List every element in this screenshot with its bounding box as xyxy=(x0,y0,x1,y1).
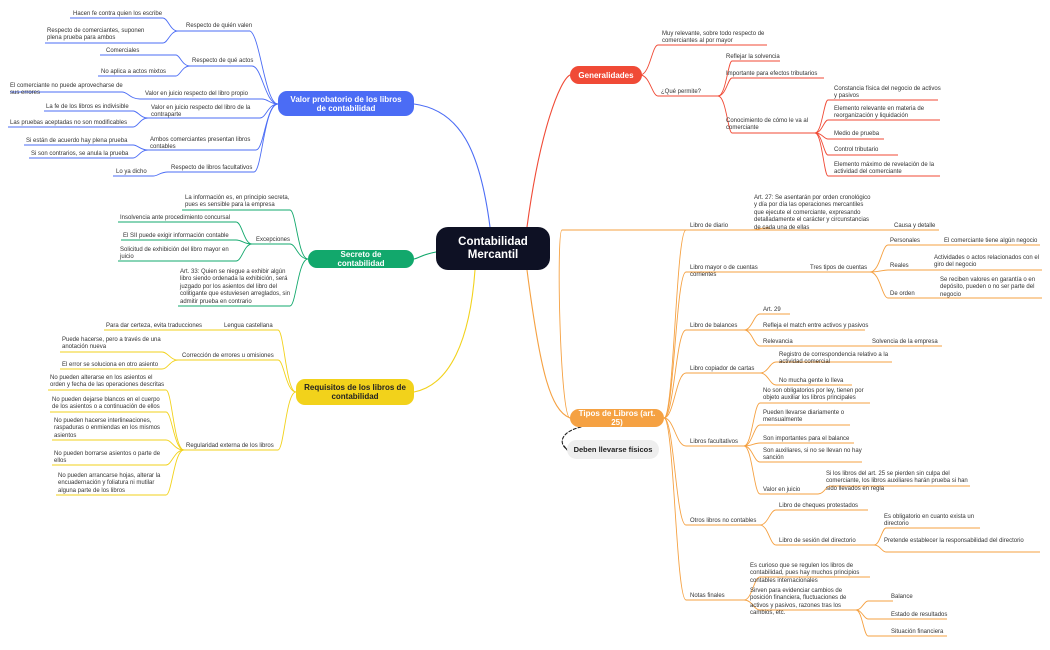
tipos-cop-a[interactable]: Registro de correspondencia relativo a l… xyxy=(779,352,889,366)
secreto-exc-c[interactable]: Solicitud de exhibición del libro mayor … xyxy=(120,247,229,261)
tipos-reales[interactable]: Reales xyxy=(890,263,909,269)
tipos-bal-match[interactable]: Refleja el match entre activos y pasivos xyxy=(763,323,869,329)
tipos-tres[interactable]: Tres tipos de cuentas xyxy=(810,265,868,271)
tipos-fac-c[interactable]: Son importantes para el balance xyxy=(763,436,850,442)
valor-propio-a[interactable]: El comerciante no puede aprovecharse de … xyxy=(10,83,123,97)
tipos-otros-b1[interactable]: Es obligatorio en cuanto exista un direc… xyxy=(884,514,975,528)
tipos-balance[interactable]: Balance xyxy=(891,594,913,600)
valor-quien-b[interactable]: Respecto de comerciantes, suponen plena … xyxy=(47,28,145,42)
generalidades-node[interactable]: Generalidades xyxy=(570,66,642,84)
valor-ambos[interactable]: Ambos comerciantes presentan libros cont… xyxy=(150,137,251,151)
link-central-tipos xyxy=(526,269,571,419)
tipos-otros-a[interactable]: Libro de cheques protestados xyxy=(779,503,859,509)
tipos-orden-a[interactable]: Se reciben valores en garantía o en depó… xyxy=(940,277,1036,298)
tipos-bal-rel[interactable]: Relevancia xyxy=(763,339,793,345)
secreto-node[interactable]: Secreto de contabilidad xyxy=(308,250,414,268)
valor-contraparte[interactable]: Valor en juicio respecto del libro de la… xyxy=(151,105,251,119)
requisitos-lengua[interactable]: Lengua castellana xyxy=(224,323,273,329)
tipos-personales[interactable]: Personales xyxy=(890,238,921,244)
central-topic[interactable]: Contabilidad Mercantil xyxy=(436,227,550,270)
gen-conocimiento[interactable]: Conocimiento de cómo le va al comerciant… xyxy=(726,118,809,132)
tipos-fac-a[interactable]: No son obligatorios por ley, tienen por … xyxy=(763,388,864,402)
gen-solvencia[interactable]: Reflejar la solvencia xyxy=(726,54,780,60)
deben-llevarse-fisicos-note[interactable]: Deben llevarse físicos xyxy=(567,440,659,459)
valor-propio[interactable]: Valor en juicio respecto del libro propi… xyxy=(145,91,248,97)
tipos-otros-b2[interactable]: Pretende establecer la responsabilidad d… xyxy=(884,538,1024,544)
tipos-otros[interactable]: Otros libros no contables xyxy=(690,518,757,524)
tipos-notas-b[interactable]: Sirven para evidenciar cambios de posici… xyxy=(750,588,847,617)
requisitos-reg-e[interactable]: No pueden arrancarse hojas, alterar la e… xyxy=(58,473,161,494)
gen-con-c[interactable]: Medio de prueba xyxy=(834,131,880,137)
valor-ambos-b[interactable]: Si son contrarios, se anula la prueba xyxy=(31,151,129,157)
requisitos-node[interactable]: Requisitos de los libros de contabilidad xyxy=(296,379,414,405)
gen-con-e[interactable]: Elemento máximo de revelación de la acti… xyxy=(834,162,935,176)
link-central-generalidades xyxy=(526,74,571,228)
gen-relevante[interactable]: Muy relevante, sobre todo respecto de co… xyxy=(662,31,765,45)
tipos-notas-a[interactable]: Es curioso que se regulen los libros de … xyxy=(750,563,860,584)
tipos-resultados[interactable]: Estado de resultados xyxy=(891,612,948,618)
secreto-exc-b[interactable]: El SII puede exigir información contable xyxy=(123,233,229,239)
tipos-notas[interactable]: Notas finales xyxy=(690,593,725,599)
tipos-otros-b[interactable]: Libro de sesión del directorio xyxy=(779,538,856,544)
requisitos-correccion[interactable]: Corrección de errores u omisiones xyxy=(182,353,274,359)
valor-quien[interactable]: Respecto de quién valen xyxy=(186,23,253,29)
valor-facultativos[interactable]: Respecto de libros facultativos xyxy=(171,165,253,171)
gen-con-a[interactable]: Constancia física del negocio de activos… xyxy=(834,86,941,100)
valor-actos-b[interactable]: No aplica a actos mixtos xyxy=(101,69,167,75)
gen-con-b[interactable]: Elemento relevante en materia de reorgan… xyxy=(834,106,925,120)
requisitos-corr-b[interactable]: El error se soluciona en otro asiento xyxy=(62,362,159,368)
tipos-fac-valor[interactable]: Valor en juicio xyxy=(763,487,801,493)
valor-quien-a[interactable]: Hacen fe contra quien los escribe xyxy=(73,11,163,17)
link-central-requisitos xyxy=(413,269,476,393)
secreto-info[interactable]: La información es, en principio secreta,… xyxy=(185,195,290,209)
tipos-fac-b[interactable]: Pueden llevarse diariamente o mensualmen… xyxy=(763,410,845,424)
requisitos-reg-b[interactable]: No pueden dejarse blancos en el cuerpo d… xyxy=(52,397,160,411)
tipos-diario[interactable]: Libro de diario xyxy=(690,223,729,229)
tipos-diario-causa[interactable]: Causa y detalle xyxy=(894,223,936,229)
requisitos-corr-a[interactable]: Puede hacerse, pero a través de una anot… xyxy=(62,337,161,351)
tipos-copiador[interactable]: Libro copiador de cartas xyxy=(690,366,755,372)
secreto-excepciones[interactable]: Excepciones xyxy=(256,237,291,243)
tipos-balances[interactable]: Libro de balances xyxy=(690,323,738,329)
tipos-bal-art[interactable]: Art. 29 xyxy=(763,307,781,313)
requisitos-reg-a[interactable]: No pueden alterarse en los asientos el o… xyxy=(50,375,165,389)
tipos-personales-a[interactable]: El comerciante tiene algún negocio xyxy=(944,238,1038,244)
gen-tributarios[interactable]: Importante para efectos tributarios xyxy=(726,71,818,77)
tipos-mayor[interactable]: Libro mayor o de cuentas corrientes xyxy=(690,265,758,279)
gen-con-d[interactable]: Control tributario xyxy=(834,147,879,153)
tipos-reales-a[interactable]: Actividades o actos relacionados con el … xyxy=(934,255,1040,269)
valor-facultativos-a[interactable]: Lo ya dicho xyxy=(116,169,147,175)
valor-actos[interactable]: Respecto de qué actos xyxy=(192,58,254,64)
requisitos-reg-d[interactable]: No pueden borrarse asientos o parte de e… xyxy=(54,451,161,465)
link-central-valor xyxy=(413,103,491,228)
valor-ambos-a[interactable]: Si están de acuerdo hay plena prueba xyxy=(26,138,128,144)
tipos-situacion[interactable]: Situación financiera xyxy=(891,629,944,635)
tipos-diario-art[interactable]: Art. 27: Se asentarán por orden cronológ… xyxy=(754,195,871,231)
tipos-orden[interactable]: De orden xyxy=(890,291,915,297)
tipos-bal-solv[interactable]: Solvencia de la empresa xyxy=(872,339,938,345)
valor-contraparte-b[interactable]: Las pruebas aceptadas no son modificable… xyxy=(10,120,128,126)
valor-actos-a[interactable]: Comerciales xyxy=(106,48,140,54)
secreto-exc-a[interactable]: Insolvencia ante procedimiento concursal xyxy=(120,215,231,221)
secreto-art33[interactable]: Art. 33: Quien se niegue a exhibir algún… xyxy=(180,269,291,305)
tipos-libros-node[interactable]: Tipos de Libros (art. 25) xyxy=(570,409,664,427)
tipos-fac-d[interactable]: Son auxiliares, si no se llevan no hay s… xyxy=(763,448,862,462)
tipos-fac-valor-a[interactable]: Si los libros del art. 25 se pierden sin… xyxy=(826,471,968,492)
valor-contraparte-a[interactable]: La fe de los libros es indivisible xyxy=(46,104,129,110)
link-central-secreto xyxy=(413,251,437,260)
requisitos-lengua-a[interactable]: Para dar certeza, evita traducciones xyxy=(106,323,203,329)
tipos-cop-b[interactable]: No mucha gente lo lleva xyxy=(779,378,844,384)
requisitos-regularidad[interactable]: Regularidad externa de los libros xyxy=(186,443,274,449)
tipos-facultativos[interactable]: Libros facultativos xyxy=(690,439,739,445)
valor-probatorio-node[interactable]: Valor probatorio de los libros de contab… xyxy=(278,91,414,116)
requisitos-reg-c[interactable]: No pueden hacerse interlineaciones, rasp… xyxy=(54,418,161,439)
gen-permite[interactable]: ¿Qué permite? xyxy=(661,89,702,95)
